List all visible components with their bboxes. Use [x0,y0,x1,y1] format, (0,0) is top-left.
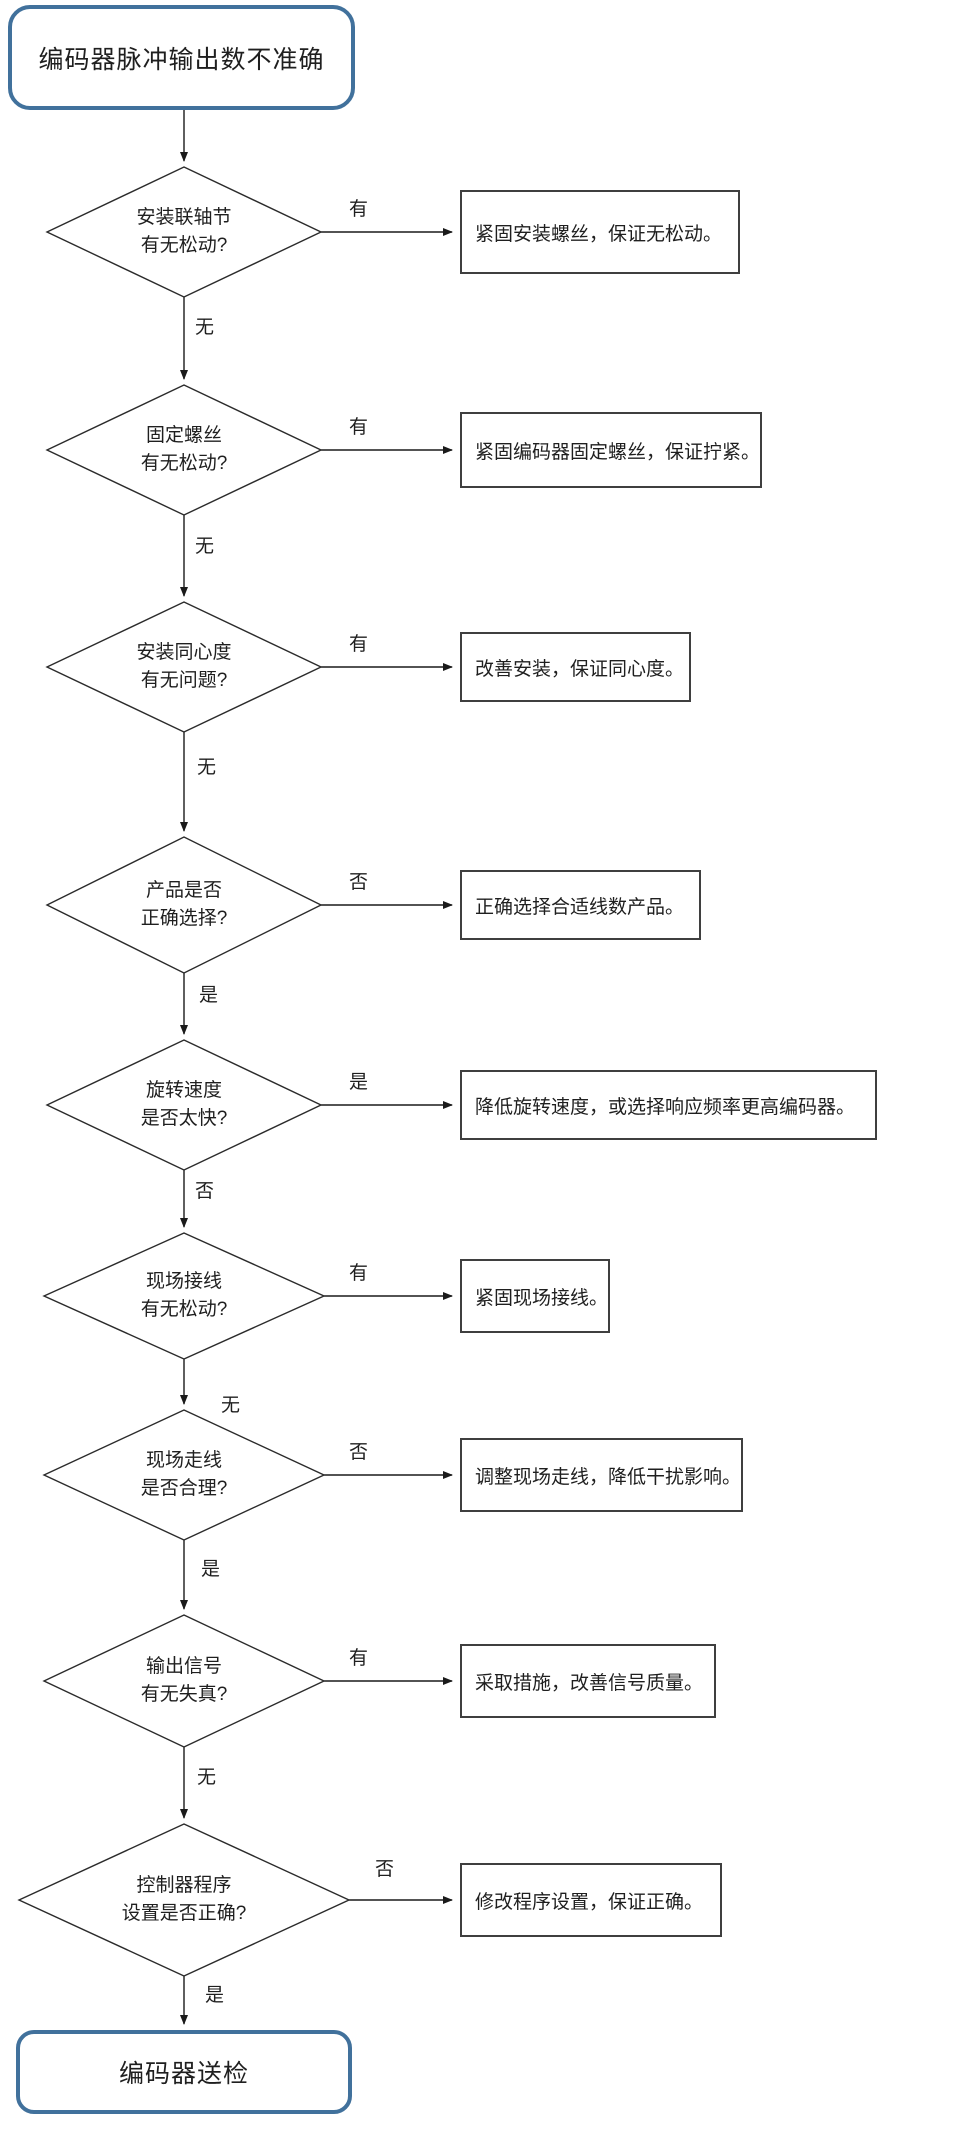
decision-diamond-7 [42,1409,326,1541]
decision-diamond-9 [17,1823,351,1977]
end-node: 编码器送检 [16,2030,352,2114]
decision-question-6: 现场接线 有无松动? [140,1271,228,1320]
decision-question-9: 控制器程序 设置是否正确? [121,1875,247,1924]
down-label-2: 无 [195,536,215,557]
decision-diamond-2 [45,384,323,516]
start-node: 编码器脉冲输出数不准确 [8,5,355,110]
down-label-5: 否 [195,1181,215,1202]
decision-question-1: 安装联轴节 有无松动? [136,207,232,256]
decision-diamond-6 [42,1232,326,1360]
start-node-label: 编码器脉冲输出数不准确 [38,45,325,74]
down-label-1: 无 [195,317,215,338]
decision-diamond-5 [45,1039,323,1171]
down-label-7: 是 [201,1559,221,1580]
branch-label-3: 有 [349,634,369,655]
action-box-4: 正确选择合适线数产品。 [460,870,701,940]
decision-question-4: 产品是否 正确选择? [140,880,228,929]
decision-diamond-3 [45,601,323,733]
branch-label-8: 有 [349,1648,369,1669]
decision-question-3: 安装同心度 有无问题? [136,642,232,691]
branch-label-5: 是 [349,1072,369,1093]
down-label-6: 无 [221,1395,241,1416]
branch-label-7: 否 [349,1442,369,1463]
down-label-4: 是 [199,985,219,1006]
action-box-9: 修改程序设置，保证正确。 [460,1863,722,1937]
down-label-3: 无 [197,757,217,778]
action-box-7: 调整现场走线，降低干扰影响。 [460,1438,743,1512]
branch-label-2: 有 [349,417,369,438]
branch-label-9: 否 [375,1859,395,1880]
decision-diamond-4 [45,836,323,974]
branch-label-1: 有 [349,199,369,220]
action-box-3: 改善安装，保证同心度。 [460,632,691,702]
end-node-label: 编码器送检 [118,2060,249,2088]
action-box-6: 紧固现场接线。 [460,1259,610,1333]
decision-diamond-1 [45,166,323,298]
branch-label-6: 有 [349,1263,369,1284]
decision-diamond-8 [42,1614,326,1748]
decision-question-7: 现场走线 是否合理? [140,1450,228,1499]
action-box-5: 降低旋转速度，或选择响应频率更高编码器。 [460,1070,877,1140]
decision-question-5: 旋转速度 是否太快? [140,1080,228,1129]
branch-label-4: 否 [349,872,369,893]
down-label-8: 无 [197,1767,217,1788]
down-label-9: 是 [205,1985,225,2006]
decision-question-2: 固定螺丝 有无松动? [140,425,228,474]
decision-question-8: 输出信号 有无失真? [140,1656,228,1705]
action-box-2: 紧固编码器固定螺丝，保证拧紧。 [460,412,762,488]
action-box-8: 采取措施，改善信号质量。 [460,1644,716,1718]
action-box-1: 紧固安装螺丝，保证无松动。 [460,190,740,274]
